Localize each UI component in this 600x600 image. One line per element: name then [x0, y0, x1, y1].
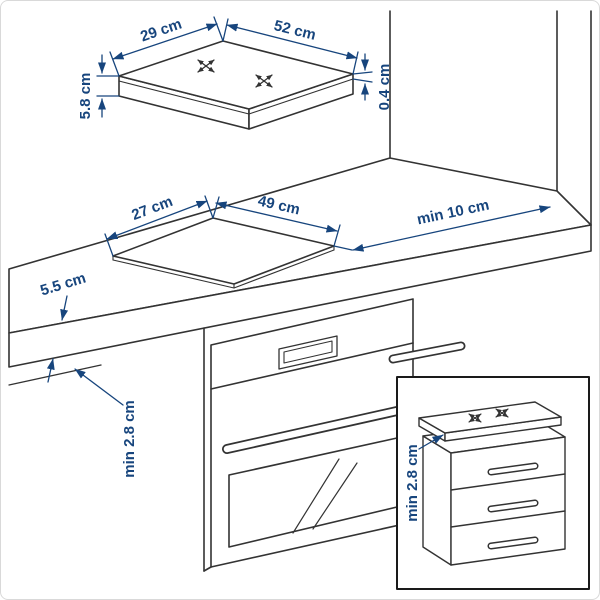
- wall-lines: [389, 10, 592, 226]
- oven-display-screen: [283, 340, 333, 364]
- cooktop-panel-thickness-label: 0.4 cm: [376, 64, 393, 111]
- burner-mark-icon: [495, 408, 509, 418]
- cooktop-drawing: [118, 40, 354, 130]
- burner-mark-icon: [468, 413, 482, 423]
- dimension-arrow: [215, 201, 338, 233]
- cooktop-height-label: 5.8 cm: [77, 73, 94, 120]
- dimension-arrow: [60, 295, 69, 321]
- drawer-handle: [487, 462, 539, 550]
- cutout-depth-label: 27 cm: [129, 193, 175, 224]
- dimension-arrow: [74, 368, 124, 406]
- clearance-below-label: min 2.8 cm: [121, 400, 138, 478]
- inset-cabinet: [422, 419, 566, 566]
- dimension-arrow: [46, 358, 55, 383]
- oven-display: [278, 335, 338, 370]
- oven-drawing: [203, 298, 466, 572]
- cooktop-depth-label: 29 cm: [138, 16, 184, 46]
- inset-clearance-label: min 2.8 cm: [404, 444, 421, 522]
- worktop-drawing: [8, 157, 592, 386]
- dimension-arrow: [106, 200, 208, 240]
- dimension-arrow: [352, 205, 551, 252]
- burner-mark-icon: [197, 59, 215, 73]
- dimension-arrow: [226, 23, 358, 60]
- oven-handle: [222, 406, 402, 454]
- inset-panel: [396, 376, 590, 590]
- cooktop-width-label: 52 cm: [272, 17, 317, 44]
- burner-mark-icon: [255, 74, 273, 88]
- dimension-lines: [46, 16, 551, 450]
- dimension-arrow: [112, 23, 218, 60]
- drawer-handle: [388, 341, 466, 364]
- dimension-arrow: [418, 434, 444, 450]
